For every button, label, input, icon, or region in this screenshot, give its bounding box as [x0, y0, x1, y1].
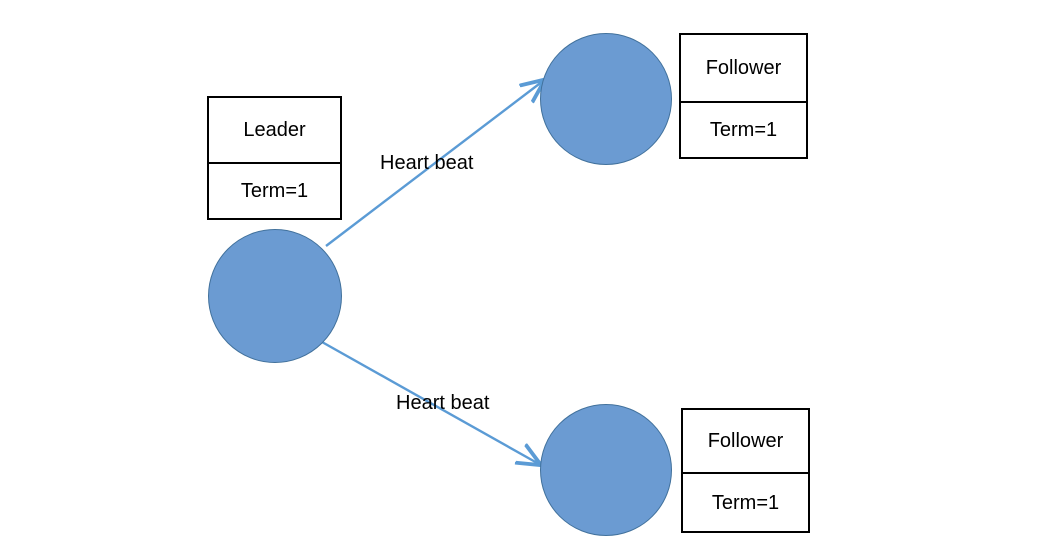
node-circle-leader[interactable] — [208, 229, 342, 363]
node-term-label-leader: Term=1 — [209, 162, 340, 218]
node-term-label-follower-bottom: Term=1 — [683, 472, 808, 531]
node-info-box-follower-top: Follower Term=1 — [679, 33, 808, 159]
edge-label-heart-beat-bottom: Heart beat — [396, 392, 490, 414]
node-circle-follower-bottom[interactable] — [540, 404, 672, 536]
node-role-label-follower-top: Follower — [705, 57, 782, 79]
node-term-label-follower-top: Term=1 — [681, 101, 806, 157]
edge-label-heart-beat-top: Heart beat — [380, 152, 474, 174]
node-role-label-leader: Leader — [243, 119, 306, 141]
node-info-box-follower-bottom: Follower Term=1 — [681, 408, 810, 533]
node-info-box-leader: Leader Term=1 — [207, 96, 342, 220]
node-circle-follower-top[interactable] — [540, 33, 672, 165]
node-role-label-follower-bottom: Follower — [707, 430, 784, 452]
